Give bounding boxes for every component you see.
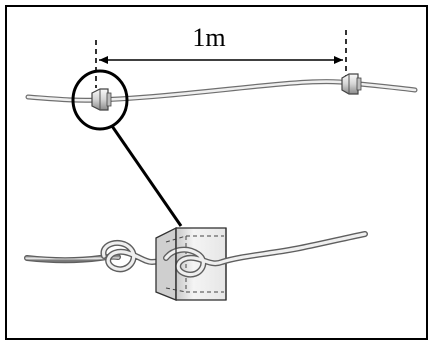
frame <box>5 5 428 340</box>
knotted-rope-detail <box>24 239 169 273</box>
spacing-dimension-line: 1m <box>95 23 347 88</box>
rope-line <box>25 79 418 103</box>
float-bead <box>91 88 112 111</box>
zoom-connector-line <box>110 125 183 227</box>
spacing-label: 1m <box>192 23 225 52</box>
float-bead <box>341 73 362 95</box>
knotted-rope-detail <box>163 228 368 300</box>
magnifier-circle <box>71 69 129 131</box>
